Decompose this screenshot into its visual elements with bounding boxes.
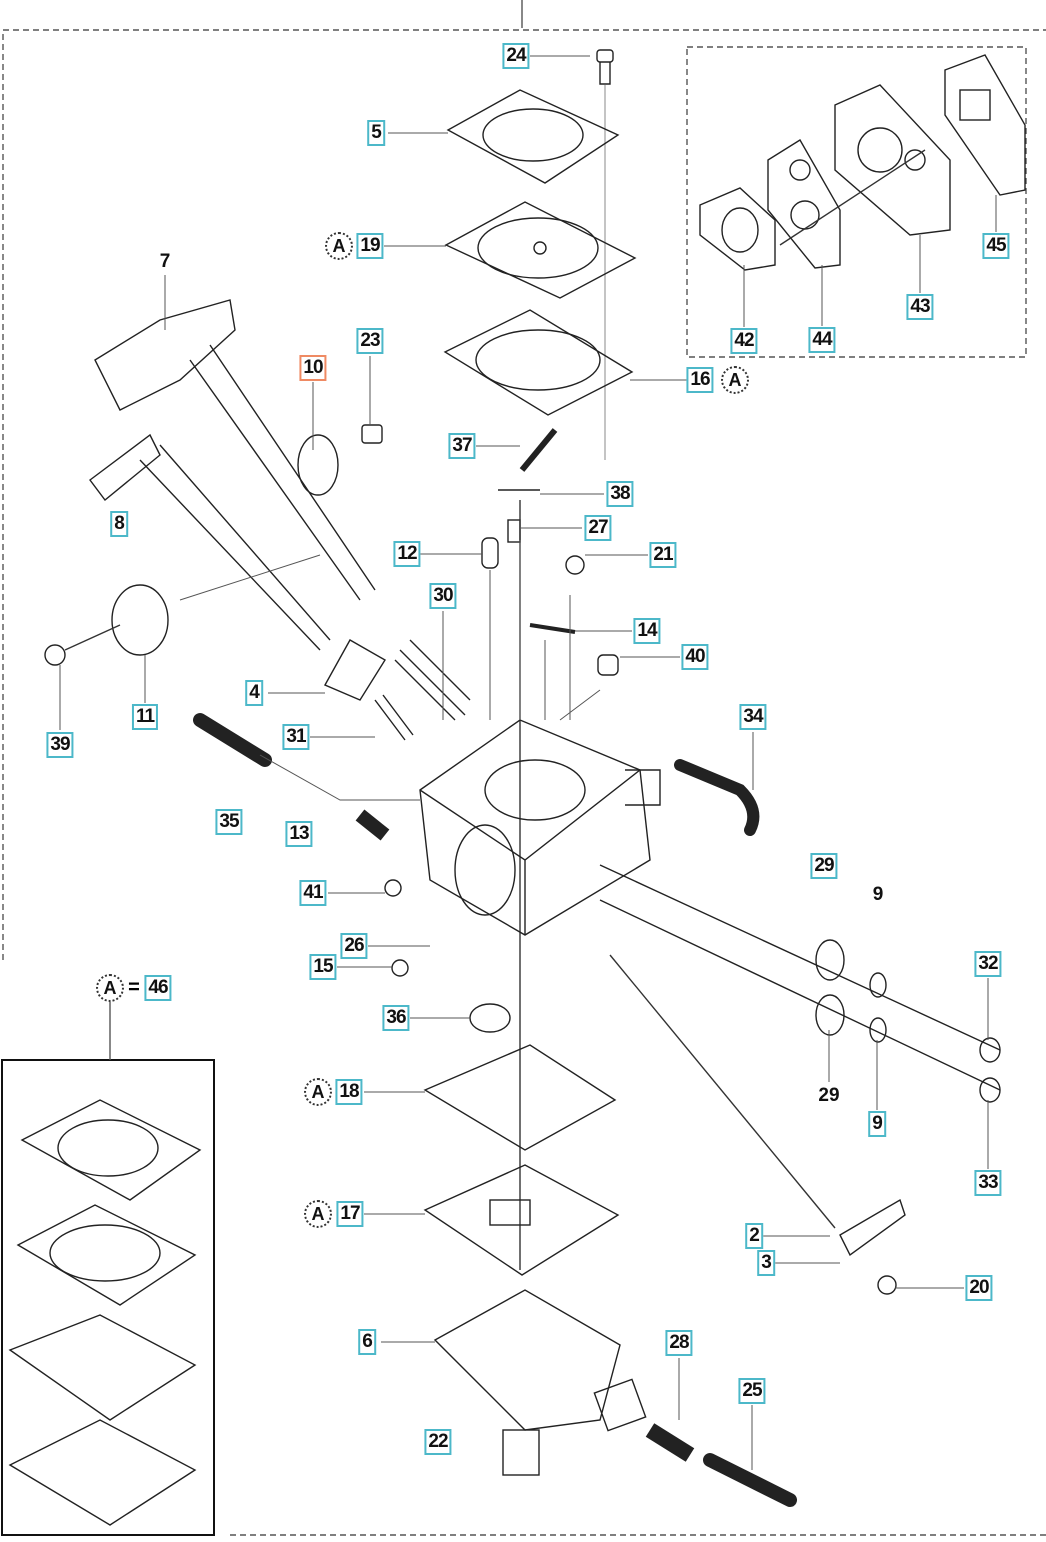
callout-43[interactable]: 43 — [906, 294, 934, 320]
spring-30 — [394, 639, 471, 721]
callout-36[interactable]: 36 — [382, 1005, 410, 1031]
equals-sign: = — [128, 976, 140, 999]
filter-40 — [597, 654, 619, 676]
callout-20[interactable]: 20 — [965, 1275, 993, 1301]
kit-marker: A — [96, 974, 124, 1002]
pin-35 — [193, 713, 272, 767]
callout-19[interactable]: 19 — [356, 233, 384, 259]
callout-16[interactable]: 16 — [686, 367, 714, 393]
callout-29[interactable]: 29 — [818, 1085, 840, 1106]
pin-14 — [529, 623, 576, 634]
callout-18[interactable]: 18 — [335, 1079, 363, 1105]
pin-37 — [519, 428, 558, 472]
needle-12 — [481, 537, 499, 569]
choke-shaft-8 — [89, 433, 331, 651]
callout-29[interactable]: 29 — [810, 853, 838, 879]
dashed-frame — [2, 29, 1046, 1536]
spring-27 — [507, 519, 521, 543]
callout-8[interactable]: 8 — [110, 511, 128, 537]
callout-3[interactable]: 3 — [757, 1250, 775, 1276]
callout-11[interactable]: 11 — [131, 704, 159, 730]
callout-2[interactable]: 2 — [745, 1223, 763, 1249]
callout-32[interactable]: 32 — [974, 951, 1002, 977]
screw-20 — [877, 1275, 897, 1295]
lever-3 — [839, 1198, 906, 1257]
gasket-42 — [699, 187, 776, 271]
callout-23[interactable]: 23 — [356, 328, 384, 354]
plug-13 — [355, 809, 390, 841]
callout-33[interactable]: 33 — [974, 1170, 1002, 1196]
kit-inset-frame — [1, 1059, 215, 1536]
valve-10 — [297, 434, 339, 496]
callout-26[interactable]: 26 — [340, 933, 368, 959]
valve-11 — [111, 584, 169, 656]
kit-marker: A — [721, 366, 749, 394]
spring-28 — [645, 1423, 695, 1462]
callout-14[interactable]: 14 — [633, 618, 661, 644]
screw-39 — [44, 644, 66, 666]
adjust-screws — [599, 864, 1001, 1103]
callout-37[interactable]: 37 — [448, 433, 476, 459]
callout-35[interactable]: 35 — [215, 809, 243, 835]
kit-marker: A — [304, 1078, 332, 1106]
callout-15[interactable]: 15 — [309, 954, 337, 980]
cover-6 — [433, 1289, 647, 1432]
throttle-shaft-7 — [94, 299, 376, 601]
callout-38[interactable]: 38 — [606, 481, 634, 507]
callout-5[interactable]: 5 — [367, 120, 385, 146]
callout-9[interactable]: 9 — [868, 1111, 886, 1137]
gasket-18 — [423, 1044, 617, 1151]
callout-41[interactable]: 41 — [299, 880, 327, 906]
callout-27[interactable]: 27 — [584, 515, 612, 541]
diaphragm-19 — [444, 201, 637, 299]
screw-24 — [596, 49, 614, 85]
callout-6[interactable]: 6 — [358, 1329, 376, 1355]
adapter-43 — [834, 84, 951, 236]
lever-4 — [324, 639, 386, 701]
gasket-16 — [443, 309, 634, 416]
callout-22[interactable]: 22 — [424, 1429, 452, 1455]
callout-4[interactable]: 4 — [245, 680, 263, 706]
callout-39[interactable]: 39 — [46, 732, 74, 758]
callout-21[interactable]: 21 — [649, 542, 677, 568]
callout-30[interactable]: 30 — [429, 583, 457, 609]
screw-22 — [502, 1429, 540, 1476]
diaphragm-17 — [423, 1164, 620, 1276]
kit-marker: A — [325, 232, 353, 260]
spring-31 — [374, 694, 414, 741]
plug-41 — [384, 879, 402, 897]
tube-route — [625, 769, 661, 806]
callout-46[interactable]: 46 — [144, 975, 172, 1001]
gasket-45 — [944, 54, 1026, 196]
ball-15 — [391, 959, 409, 977]
screw-21 — [565, 555, 585, 575]
kit-46-parts — [8, 1099, 202, 1526]
filter-36 — [469, 1003, 511, 1033]
callout-17[interactable]: 17 — [336, 1201, 364, 1227]
callout-24[interactable]: 24 — [502, 43, 530, 69]
callout-9[interactable]: 9 — [872, 884, 884, 905]
kit-marker: A — [304, 1200, 332, 1228]
callout-13[interactable]: 13 — [285, 821, 313, 847]
callout-34[interactable]: 34 — [739, 704, 767, 730]
callout-10-highlighted[interactable]: 10 — [299, 355, 327, 381]
callout-31[interactable]: 31 — [282, 724, 310, 750]
callout-42[interactable]: 42 — [730, 328, 758, 354]
callout-25[interactable]: 25 — [738, 1378, 766, 1404]
callout-44[interactable]: 44 — [808, 327, 836, 353]
screw-23 — [361, 424, 383, 444]
callout-7[interactable]: 7 — [159, 251, 171, 272]
callout-40[interactable]: 40 — [681, 644, 709, 670]
leader-lines — [59, 55, 997, 1470]
callout-28[interactable]: 28 — [665, 1330, 693, 1356]
callout-12[interactable]: 12 — [393, 541, 421, 567]
carburetor-body — [419, 719, 651, 936]
tube-34 — [674, 759, 760, 836]
plate-44 — [767, 139, 841, 269]
callout-45[interactable]: 45 — [982, 233, 1010, 259]
cover-5 — [446, 89, 620, 184]
filter-25 — [703, 1453, 797, 1507]
